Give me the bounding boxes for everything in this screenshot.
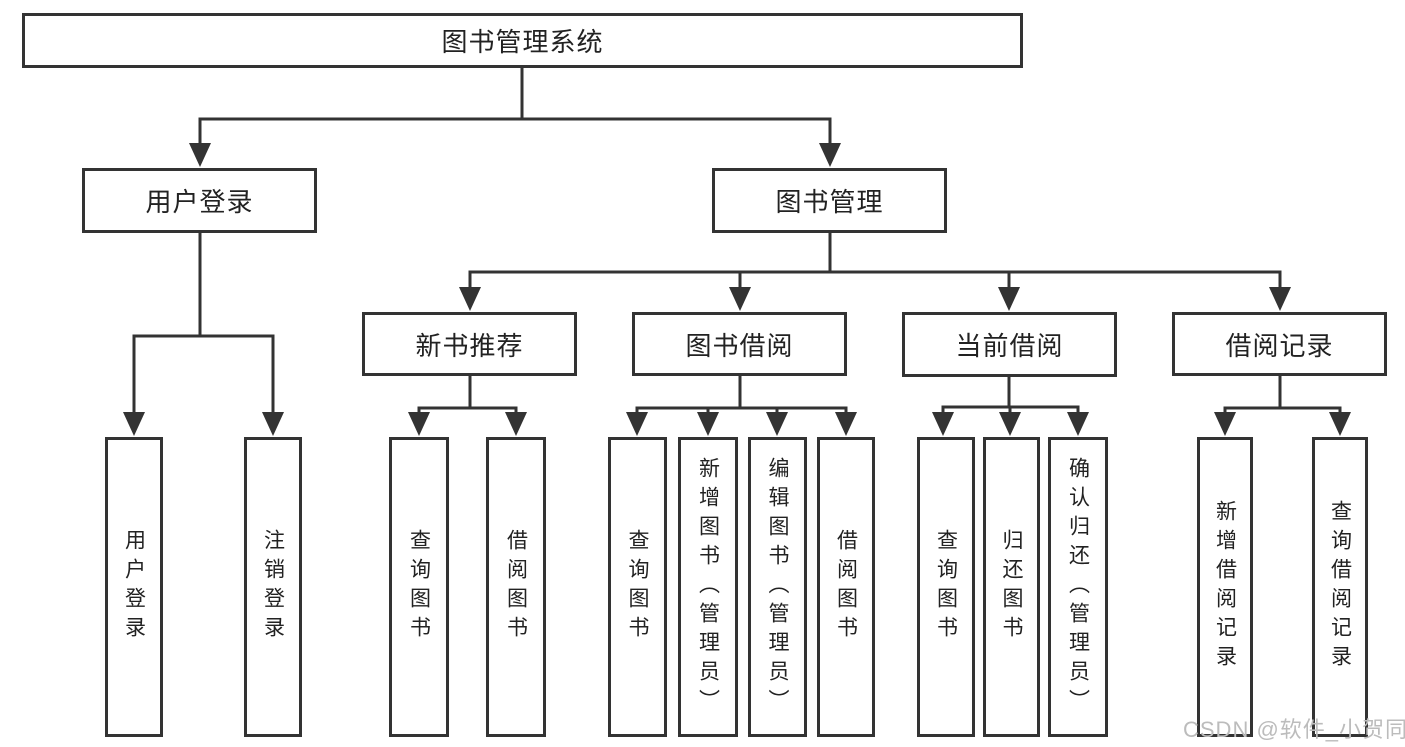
node-user-login: 用户登录 — [82, 168, 317, 233]
leaf-current-query-book: 查询图书 — [917, 437, 975, 737]
node-root-library-system: 图书管理系统 — [22, 13, 1023, 68]
leaf-borrow-borrow-book: 借阅图书 — [817, 437, 875, 737]
leaf-records-query-record: 查询借阅记录 — [1312, 437, 1368, 737]
leaf-recommend-query-book: 查询图书 — [389, 437, 449, 737]
leaf-current-confirm-return-admin: 确认归还（管理员） — [1048, 437, 1108, 737]
csdn-watermark: CSDN @软件_小贺同学 — [1183, 717, 1405, 742]
node-borrow-records: 借阅记录 — [1172, 312, 1387, 376]
leaf-logout: 注销登录 — [244, 437, 302, 737]
leaf-borrow-add-book-admin: 新增图书（管理员） — [678, 437, 738, 737]
leaf-records-add-record: 新增借阅记录 — [1197, 437, 1253, 737]
leaf-current-return-book: 归还图书 — [983, 437, 1040, 737]
leaf-borrow-query-book: 查询图书 — [608, 437, 667, 737]
leaf-borrow-edit-book-admin: 编辑图书（管理员） — [748, 437, 807, 737]
node-book-borrow: 图书借阅 — [632, 312, 847, 376]
node-book-management: 图书管理 — [712, 168, 947, 233]
leaf-recommend-borrow-book: 借阅图书 — [486, 437, 546, 737]
node-new-book-recommend: 新书推荐 — [362, 312, 577, 376]
node-current-borrow: 当前借阅 — [902, 312, 1117, 377]
leaf-user-login: 用户登录 — [105, 437, 163, 737]
